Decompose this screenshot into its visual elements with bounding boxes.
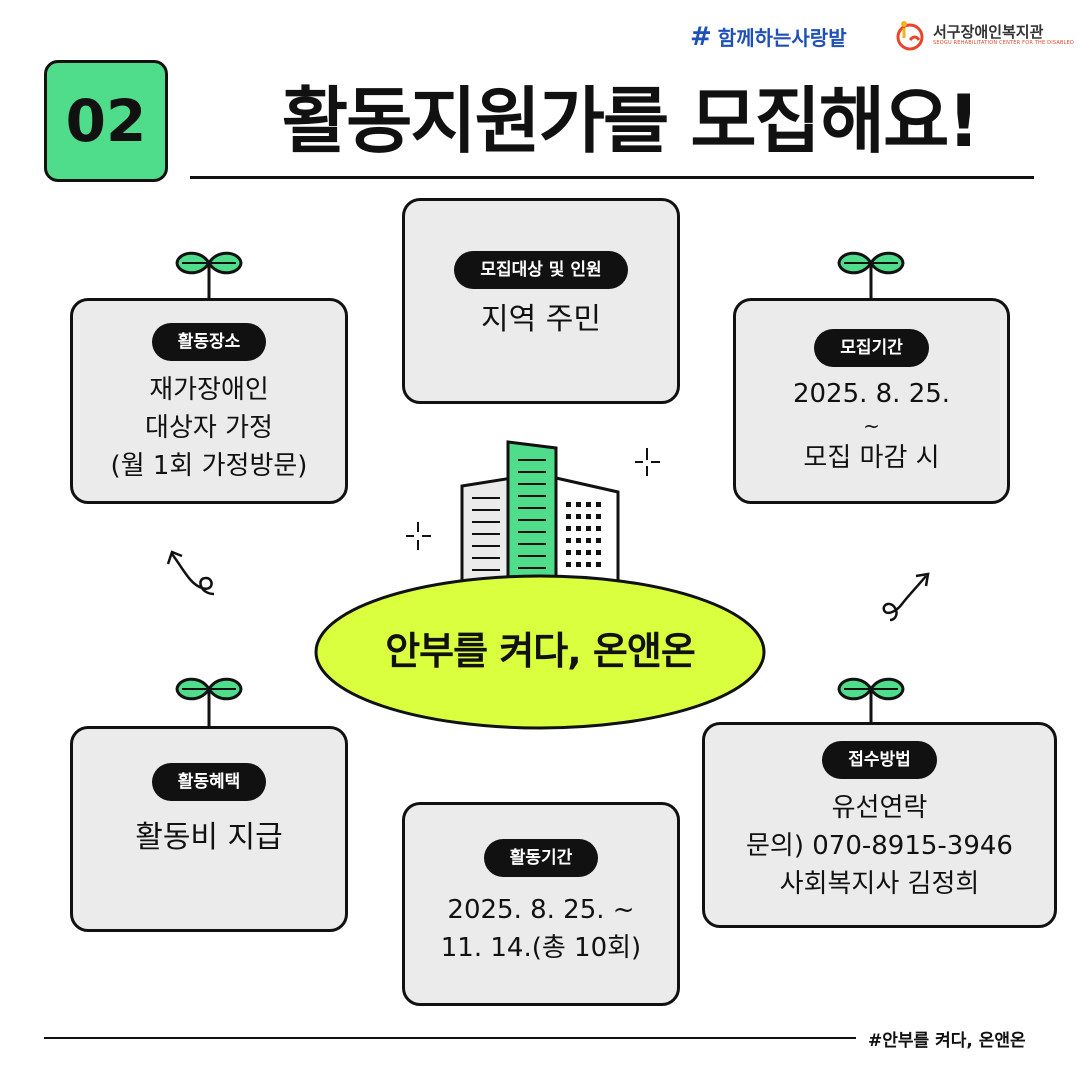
org-logo: 서구장애인복지관 SEOGU REHABILITATION CENTER FOR… [893,18,1074,52]
card-recruit-period-line: ~ [863,414,880,438]
card-recruit-period-line: 2025. 8. 25. [792,379,951,409]
curly-arrow-icon [166,550,215,596]
hashtag-icon: # [690,21,712,52]
card-benefit-line: 활동비 지급 [135,820,283,855]
footer-hashtag: #안부를 켜다, 온앤온 [868,1031,1026,1051]
card-target-label: 모집대상 및 인원 [454,251,628,289]
card-activity-period-line: 11. 14.(총 10회) [440,933,642,963]
card-recruit-period: 모집기간 2025. 8. 25. ~ 모집 마감 시 [733,298,1010,504]
sprout-icon [837,677,905,728]
sprout-icon [175,677,243,728]
footer-rule [44,1037,856,1039]
card-apply-line: 문의) 070-8915-3946 [746,831,1013,861]
building-icon [554,476,620,592]
curly-arrow-icon [882,572,930,622]
org-emblem-icon [896,21,924,51]
card-apply-label: 접수방법 [822,741,937,779]
building-icon [460,476,514,592]
section-number-badge: 02 [44,60,168,182]
org-english-name: SEOGU REHABILITATION CENTER FOR THE DISA… [933,40,1075,46]
brand-hashtag-logo: # 함께하는사랑밭 [690,22,847,51]
card-location: 활동장소 재가장애인 대상자 가정 (월 1회 가정방문) [70,298,348,504]
card-location-label: 활동장소 [151,323,267,361]
card-target: 모집대상 및 인원 지역 주민 [402,198,680,404]
card-location-line: 재가장애인 [149,375,269,405]
card-benefit-label: 활동혜택 [151,763,267,801]
page-title: 활동지원가를 모집해요! [281,79,980,163]
sparkle-icon [406,522,431,550]
title-underline [190,176,1034,179]
card-location-line: (월 1회 가정방문) [110,451,308,481]
card-apply: 접수방법 유선연락 문의) 070-8915-3946 사회복지사 김정희 [702,722,1057,928]
card-target-line: 지역 주민 [481,302,601,337]
sprout-icon [837,251,905,302]
card-location-line: 대상자 가정 [145,413,273,443]
card-recruit-period-line: 모집 마감 시 [803,443,940,473]
center-illustration [314,440,766,730]
card-activity-period: 활동기간 2025. 8. 25. ~ 11. 14.(총 10회) [402,802,680,1006]
card-apply-line: 유선연락 [831,793,928,823]
card-activity-period-line: 2025. 8. 25. ~ [447,895,635,925]
card-activity-period-label: 활동기간 [483,839,599,877]
brand-hashtag-text: 함께하는사랑밭 [717,26,847,50]
sprout-icon [175,251,243,302]
sparkle-icon [635,448,660,476]
card-apply-line: 사회복지사 김정희 [779,869,980,899]
org-name: 서구장애인복지관 [933,23,1044,41]
building-icon [506,440,558,592]
card-benefit: 활동혜택 활동비 지급 [70,726,348,932]
center-slogan: 안부를 켜다, 온앤온 [385,629,696,673]
card-recruit-period-label: 모집기간 [814,329,929,367]
